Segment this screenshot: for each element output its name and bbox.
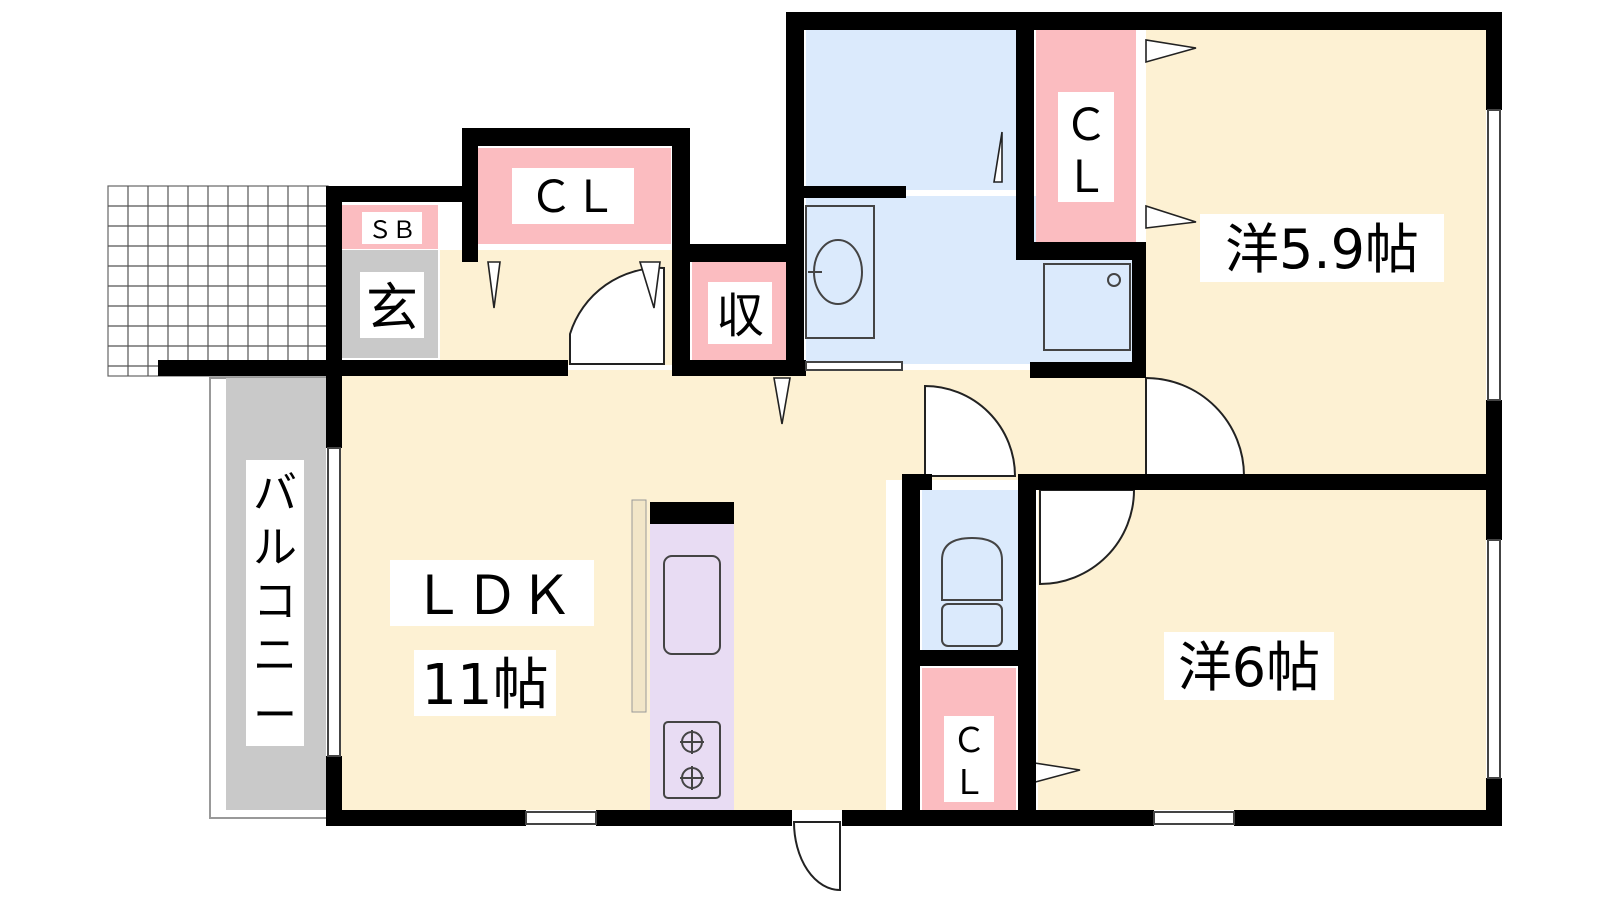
wall-bottom-right-1 bbox=[842, 810, 1154, 826]
shoe-box-label: ＳＢ bbox=[368, 216, 416, 244]
windows bbox=[327, 109, 1501, 825]
window-washroom bbox=[805, 361, 903, 371]
kitchen-backsplash bbox=[631, 499, 647, 713]
toilet-tank bbox=[941, 603, 1003, 647]
fixtures bbox=[663, 205, 1131, 799]
entrance-label-bg bbox=[360, 272, 424, 338]
closet-right-label-bg bbox=[1058, 92, 1114, 202]
balcony-label-5: ー bbox=[253, 690, 297, 741]
bathroom-floor bbox=[806, 30, 1016, 190]
western-2-bg bbox=[1164, 632, 1334, 700]
western-room-2-label: 洋6帖 bbox=[1178, 636, 1320, 699]
closet-top-door-marker-1 bbox=[487, 261, 501, 309]
balcony-label-1: バ bbox=[253, 468, 297, 519]
doors bbox=[569, 266, 1246, 892]
door-markers bbox=[487, 39, 1197, 786]
window-western-2 bbox=[1487, 539, 1501, 779]
entrance-label: 玄 bbox=[366, 279, 418, 339]
western-1-door-icon bbox=[1145, 376, 1246, 477]
wall-bottom-left bbox=[326, 810, 526, 826]
wall-top-right bbox=[786, 12, 1498, 30]
wall-bath-left bbox=[786, 12, 804, 372]
stove bbox=[663, 721, 721, 799]
ldk-name-label: ＬＤＫ bbox=[411, 564, 573, 627]
closet-right-label-l: Ｌ bbox=[1064, 152, 1108, 203]
storage-door-marker bbox=[773, 377, 791, 425]
wall-storage-left bbox=[672, 244, 690, 376]
wall-closet-top-left bbox=[462, 128, 478, 262]
closet-right-label-c: Ｃ bbox=[1064, 100, 1108, 151]
storage-label-bg bbox=[708, 282, 772, 344]
wall-washroom-right bbox=[1132, 242, 1146, 378]
wall-storage-top bbox=[672, 244, 796, 262]
western-2-door-icon bbox=[1039, 489, 1136, 586]
wall-toilet-bottom bbox=[918, 650, 1022, 666]
wall-closet-right-bottom bbox=[1016, 242, 1146, 260]
window-bottom-ldk bbox=[525, 811, 597, 825]
kitchen-sink-icon bbox=[663, 555, 721, 655]
wall-bottom-mid bbox=[596, 810, 792, 826]
closet-bottom-label-c: Ｃ bbox=[952, 721, 986, 761]
porch-grid-outline bbox=[107, 185, 329, 377]
wall-bottom-right-2 bbox=[1234, 810, 1502, 826]
western-1-bg bbox=[1200, 214, 1444, 282]
wall-toilet-left bbox=[902, 474, 920, 824]
wall-entry-top bbox=[326, 186, 466, 202]
balcony-label-bg bbox=[246, 460, 304, 746]
wall-right-top bbox=[1486, 12, 1502, 110]
balcony-label-3: コ bbox=[253, 576, 297, 627]
western-room-1-label: 洋5.9帖 bbox=[1225, 218, 1419, 281]
wall-entrance-bottom bbox=[158, 360, 568, 376]
porch-grid-lines bbox=[108, 186, 328, 376]
closet-top-label-bg bbox=[512, 168, 634, 224]
window-bottom-western-2 bbox=[1153, 811, 1235, 825]
wall-toilet-right bbox=[1018, 474, 1036, 824]
closet-top-door-marker-2 bbox=[638, 261, 661, 309]
hall-door-icon bbox=[924, 384, 1017, 477]
wall-left-bottom bbox=[326, 756, 342, 826]
closet-right-door-marker-2 bbox=[1145, 204, 1197, 229]
wall-left-top bbox=[326, 186, 342, 448]
washer-pan bbox=[1043, 263, 1131, 351]
storage-label: 収 bbox=[716, 288, 764, 344]
walls bbox=[158, 12, 1502, 826]
wall-bath-bottom bbox=[804, 186, 906, 198]
entrance-door-icon bbox=[569, 266, 665, 365]
window-western-1 bbox=[1487, 109, 1501, 401]
exterior-door-icon bbox=[792, 821, 841, 892]
porch-grid bbox=[107, 185, 329, 377]
wall-bath-right bbox=[1016, 30, 1034, 254]
closet-bottom-label-l: Ｌ bbox=[952, 763, 986, 803]
toilet-floor bbox=[922, 490, 1022, 650]
wall-closet-top-outer bbox=[462, 128, 690, 146]
balcony-label-2: ル bbox=[253, 522, 297, 573]
wall-right-mid bbox=[1486, 400, 1502, 540]
wall-toilet-top bbox=[902, 474, 932, 490]
wall-closet-top-right bbox=[672, 128, 690, 262]
labels: ＬＤＫ 11帖 洋5.9帖 洋6帖 玄 ＳＢ ＣＬ 収 Ｃ Ｌ Ｃ Ｌ バ ル … bbox=[246, 92, 1444, 803]
closet-right-door-marker-1 bbox=[1145, 39, 1197, 64]
wall-storage-bottom bbox=[672, 360, 806, 376]
toilet-bowl-icon bbox=[941, 536, 1003, 601]
wall-washroom-bottom bbox=[1030, 362, 1146, 378]
wall-mid-horizontal bbox=[1036, 474, 1502, 490]
ldk-size-label: 11帖 bbox=[421, 653, 548, 718]
ldk-name-bg bbox=[390, 560, 594, 626]
window-ldk-left bbox=[327, 447, 341, 757]
balcony-label-4: ニ bbox=[253, 630, 297, 681]
closet-top-label: ＣＬ bbox=[529, 172, 617, 223]
wall-kitchen-end bbox=[650, 502, 734, 524]
wall-washroom-left-lower bbox=[1016, 242, 1034, 260]
bath-door-marker bbox=[993, 131, 1003, 183]
closet-bottom-label-bg bbox=[944, 716, 994, 802]
drain-icon bbox=[1107, 273, 1121, 287]
ldk-size-bg bbox=[414, 650, 556, 716]
shoe-box-label-bg bbox=[362, 212, 422, 244]
vanity bbox=[805, 205, 875, 339]
